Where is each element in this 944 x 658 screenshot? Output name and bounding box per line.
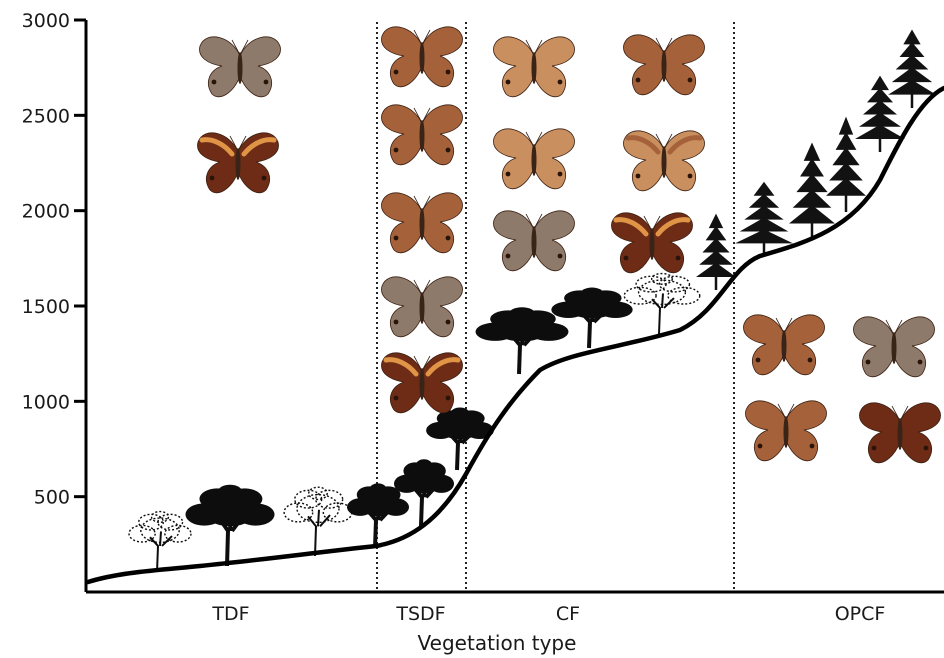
butterfly [494, 211, 575, 271]
butterfly [624, 35, 705, 95]
broadleaf-tree [185, 485, 274, 566]
y-tick-label: 1000 [22, 391, 70, 413]
x-axis-title: Vegetation type [418, 631, 577, 655]
conifer-tree [789, 142, 835, 240]
y-tick-label: 1500 [22, 296, 70, 318]
broadleaf-tree [394, 459, 454, 526]
conifer-tree [855, 76, 905, 152]
butterfly [382, 353, 463, 413]
butterfly [494, 37, 575, 97]
butterfly [494, 129, 575, 189]
zone-label-tdf: TDF [211, 603, 249, 625]
butterfly [200, 37, 281, 97]
butterfly [382, 193, 463, 253]
butterfly [382, 105, 463, 165]
y-tick-label: 2000 [22, 201, 70, 223]
y-tick-label: 500 [34, 487, 70, 509]
zone-label-opcf: OPCF [835, 603, 886, 625]
tree-silhouettes [129, 30, 936, 572]
butterfly [382, 277, 463, 337]
conifer-tree [735, 182, 793, 256]
butterfly [624, 131, 705, 191]
broadleaf-tree [426, 407, 494, 470]
butterfly [854, 317, 935, 377]
broadleaf-tree [129, 512, 191, 572]
butterfly-specimens [198, 27, 941, 463]
butterfly [198, 133, 279, 193]
broadleaf-tree [284, 487, 352, 556]
butterfly [860, 403, 941, 463]
butterfly [746, 401, 827, 461]
y-tick-label: 3000 [22, 10, 70, 32]
conifer-tree [826, 117, 866, 212]
y-tick-label: 2500 [22, 105, 70, 127]
butterfly [744, 315, 825, 375]
zone-label-tsdf: TSDF [395, 603, 445, 625]
broadleaf-tree [551, 288, 632, 348]
butterfly [612, 213, 693, 273]
conifer-tree [888, 30, 936, 108]
y-axis: 500 1000 1500 2000 2500 3000 [22, 10, 86, 592]
butterfly [382, 27, 463, 87]
zone-label-cf: CF [556, 603, 580, 625]
